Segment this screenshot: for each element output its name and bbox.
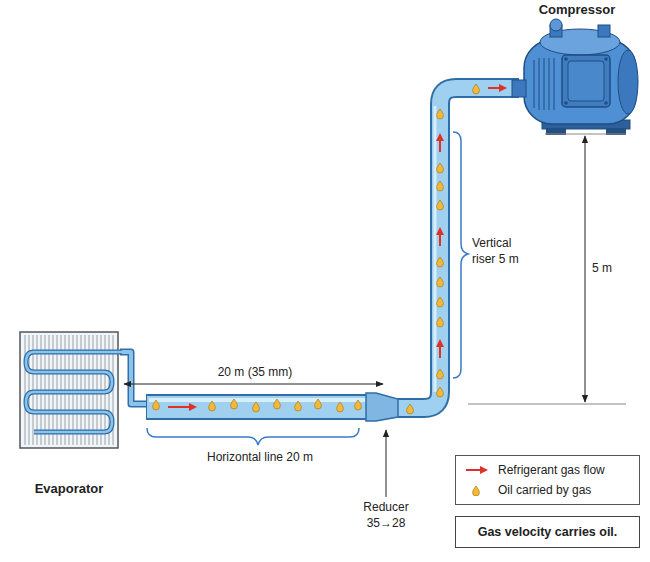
reducer-fitting bbox=[366, 393, 398, 421]
oil-droplets bbox=[315, 399, 322, 409]
compressor-body bbox=[534, 58, 554, 110]
oil-droplets bbox=[355, 400, 362, 410]
oil-droplets bbox=[437, 277, 444, 287]
legend-sample bbox=[466, 469, 481, 471]
compressor-body bbox=[564, 57, 568, 61]
compressor-body bbox=[554, 58, 555, 110]
length-dimension bbox=[124, 384, 383, 385]
legend-sample bbox=[464, 484, 490, 496]
evaporator-coil bbox=[20, 332, 122, 448]
oil-droplets bbox=[231, 399, 238, 409]
dimension-text: 20 m (35 mm) bbox=[200, 365, 310, 381]
compressor-body bbox=[562, 55, 610, 107]
compressor-body bbox=[598, 25, 610, 37]
oil-droplets bbox=[437, 369, 444, 379]
unit-title: Evaporator bbox=[35, 481, 104, 496]
gas-flow-arrows bbox=[439, 234, 441, 246]
compressor-body bbox=[568, 61, 604, 101]
note-box: Gas velocity carries oil. bbox=[455, 516, 640, 548]
suction-pipe bbox=[120, 88, 519, 421]
gas-flow-arrows bbox=[436, 133, 444, 141]
pipe-segment bbox=[434, 106, 437, 392]
compressor-body bbox=[604, 101, 608, 105]
height-dimension bbox=[585, 136, 586, 402]
oil-droplets bbox=[153, 400, 160, 410]
compressor-body bbox=[512, 19, 638, 135]
compressor-body bbox=[549, 58, 550, 110]
bracket-label: Vertical riser 5 m bbox=[472, 236, 534, 267]
legend-row: Refrigerant gas flow bbox=[464, 460, 631, 480]
pipe-segment bbox=[120, 352, 150, 404]
oil-droplets bbox=[473, 84, 480, 94]
oil-droplets bbox=[253, 402, 260, 412]
gas-flow-arrows bbox=[488, 87, 500, 89]
legend-sample bbox=[464, 464, 490, 476]
oil-droplets bbox=[437, 181, 444, 191]
bracket-label: Horizontal line 20 m bbox=[180, 450, 340, 466]
length-dimension bbox=[124, 384, 383, 385]
note-text: Gas velocity carries oil. bbox=[478, 525, 618, 539]
reducer-pointer bbox=[386, 430, 387, 497]
pipe-segment bbox=[146, 394, 370, 420]
pipe-segment bbox=[149, 398, 366, 402]
pipe-segment bbox=[120, 352, 150, 404]
oil-droplets bbox=[153, 84, 480, 414]
gas-flow-arrows bbox=[168, 406, 190, 408]
pipe-segment bbox=[147, 396, 369, 418]
legend-box: Refrigerant gas flowOil carried by gas bbox=[455, 455, 640, 505]
unit-title: Compressor bbox=[539, 2, 616, 17]
evaporator-coil bbox=[26, 352, 122, 432]
gas-flow-arrows bbox=[436, 339, 444, 347]
oil-droplets bbox=[437, 317, 444, 327]
oil-droplets bbox=[437, 200, 444, 210]
evaporator-coil bbox=[25, 335, 26, 445]
gas-flow-arrows bbox=[168, 84, 507, 411]
compressor-body bbox=[539, 58, 540, 110]
oil-droplets bbox=[437, 163, 444, 173]
compressor-body bbox=[544, 58, 545, 110]
gas-flow-arrows bbox=[499, 84, 507, 92]
gas-flow-arrows bbox=[189, 403, 197, 411]
riser-bracket bbox=[453, 132, 468, 378]
gas-flow-arrows bbox=[439, 346, 441, 358]
oil-droplets bbox=[407, 404, 414, 414]
oil-droplets bbox=[209, 401, 216, 411]
oil-droplets bbox=[437, 387, 444, 397]
horizontal-bracket bbox=[147, 428, 359, 445]
compressor-body bbox=[550, 19, 562, 31]
legend-row: Oil carried by gas bbox=[464, 480, 631, 500]
legend-text: Refrigerant gas flow bbox=[498, 463, 605, 477]
part-label: Reducer 35→28 bbox=[357, 500, 415, 531]
compressor-body bbox=[604, 57, 608, 61]
reducer-pointer bbox=[386, 430, 387, 497]
legend-text: Oil carried by gas bbox=[498, 483, 591, 497]
evaporator-unit: Evaporator bbox=[18, 330, 120, 496]
legend-sample bbox=[480, 466, 488, 474]
compressor-body bbox=[512, 80, 526, 97]
gas-flow-arrows bbox=[436, 227, 444, 235]
height-dimension bbox=[545, 134, 626, 135]
compressor-body bbox=[534, 60, 535, 108]
oil-droplets bbox=[295, 401, 302, 411]
oil-droplets bbox=[437, 109, 444, 119]
oil-droplets bbox=[437, 297, 444, 307]
oil-droplets bbox=[274, 399, 281, 409]
legend-sample bbox=[473, 486, 480, 496]
compressor-body bbox=[618, 50, 638, 114]
evaporator-coil bbox=[26, 352, 122, 432]
gas-flow-arrows bbox=[439, 140, 441, 152]
oil-droplets bbox=[337, 402, 344, 412]
compressor-unit: Compressor bbox=[512, 2, 642, 138]
height-dimension bbox=[468, 404, 626, 405]
dimension-text: 5 m bbox=[592, 261, 632, 277]
compressor-body bbox=[564, 101, 568, 105]
oil-droplets bbox=[437, 257, 444, 267]
